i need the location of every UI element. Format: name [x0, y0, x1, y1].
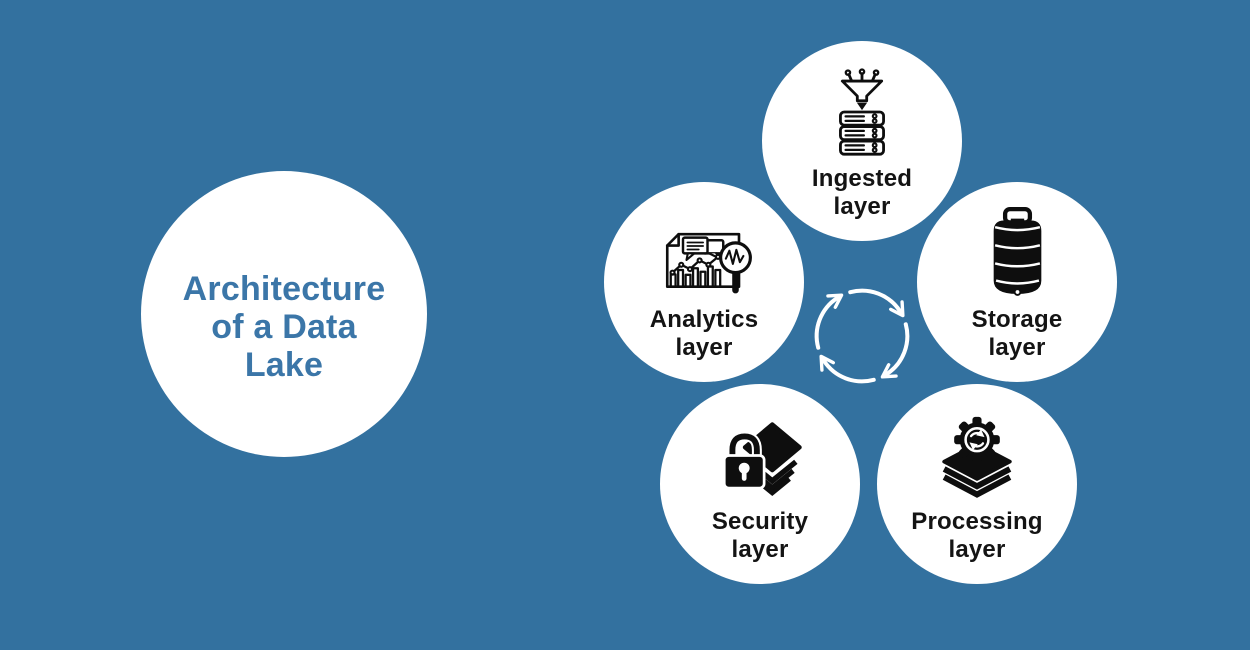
node-security-layer: Security layer [660, 384, 860, 584]
funnel-server-icon [832, 65, 892, 157]
title-line-2: of a Data [211, 308, 357, 346]
node-label-line2: layer [988, 334, 1046, 361]
node-label-line2: layer [833, 193, 891, 220]
lock-layers-icon [717, 408, 804, 500]
node-analytics-layer: Analytics layer [604, 182, 804, 382]
page-title: Architecture of a Data Lake [183, 244, 386, 384]
node-processing-layer: Processing layer [877, 384, 1077, 584]
node-label-line2: layer [731, 536, 789, 563]
node-label-line1: Analytics [649, 306, 759, 333]
node-label: Processing layer [911, 508, 1042, 564]
node-storage-layer: Storage layer [917, 182, 1117, 382]
cycle-arrows-icon [799, 273, 925, 399]
node-label-line1: Storage [971, 306, 1063, 333]
node-label-line1: Security [711, 508, 809, 535]
analytics-report-magnifier-icon [655, 206, 753, 298]
storage-tank-icon [987, 206, 1048, 298]
node-label: Analytics layer [650, 306, 759, 362]
node-label-line2: layer [675, 334, 733, 361]
title-circle: Architecture of a Data Lake [141, 171, 427, 457]
gear-layers-icon [933, 408, 1021, 500]
node-label-line1: Processing [911, 508, 1043, 535]
node-label: Security layer [712, 508, 808, 564]
node-label-line1: Ingested [811, 165, 913, 192]
node-label: Storage layer [972, 306, 1063, 362]
title-line-1: Architecture [182, 270, 386, 308]
node-label-line2: layer [948, 536, 1006, 563]
title-line-3: Lake [244, 346, 324, 384]
node-label: Ingested layer [812, 165, 912, 221]
node-ingested-layer: Ingested layer [762, 41, 962, 241]
